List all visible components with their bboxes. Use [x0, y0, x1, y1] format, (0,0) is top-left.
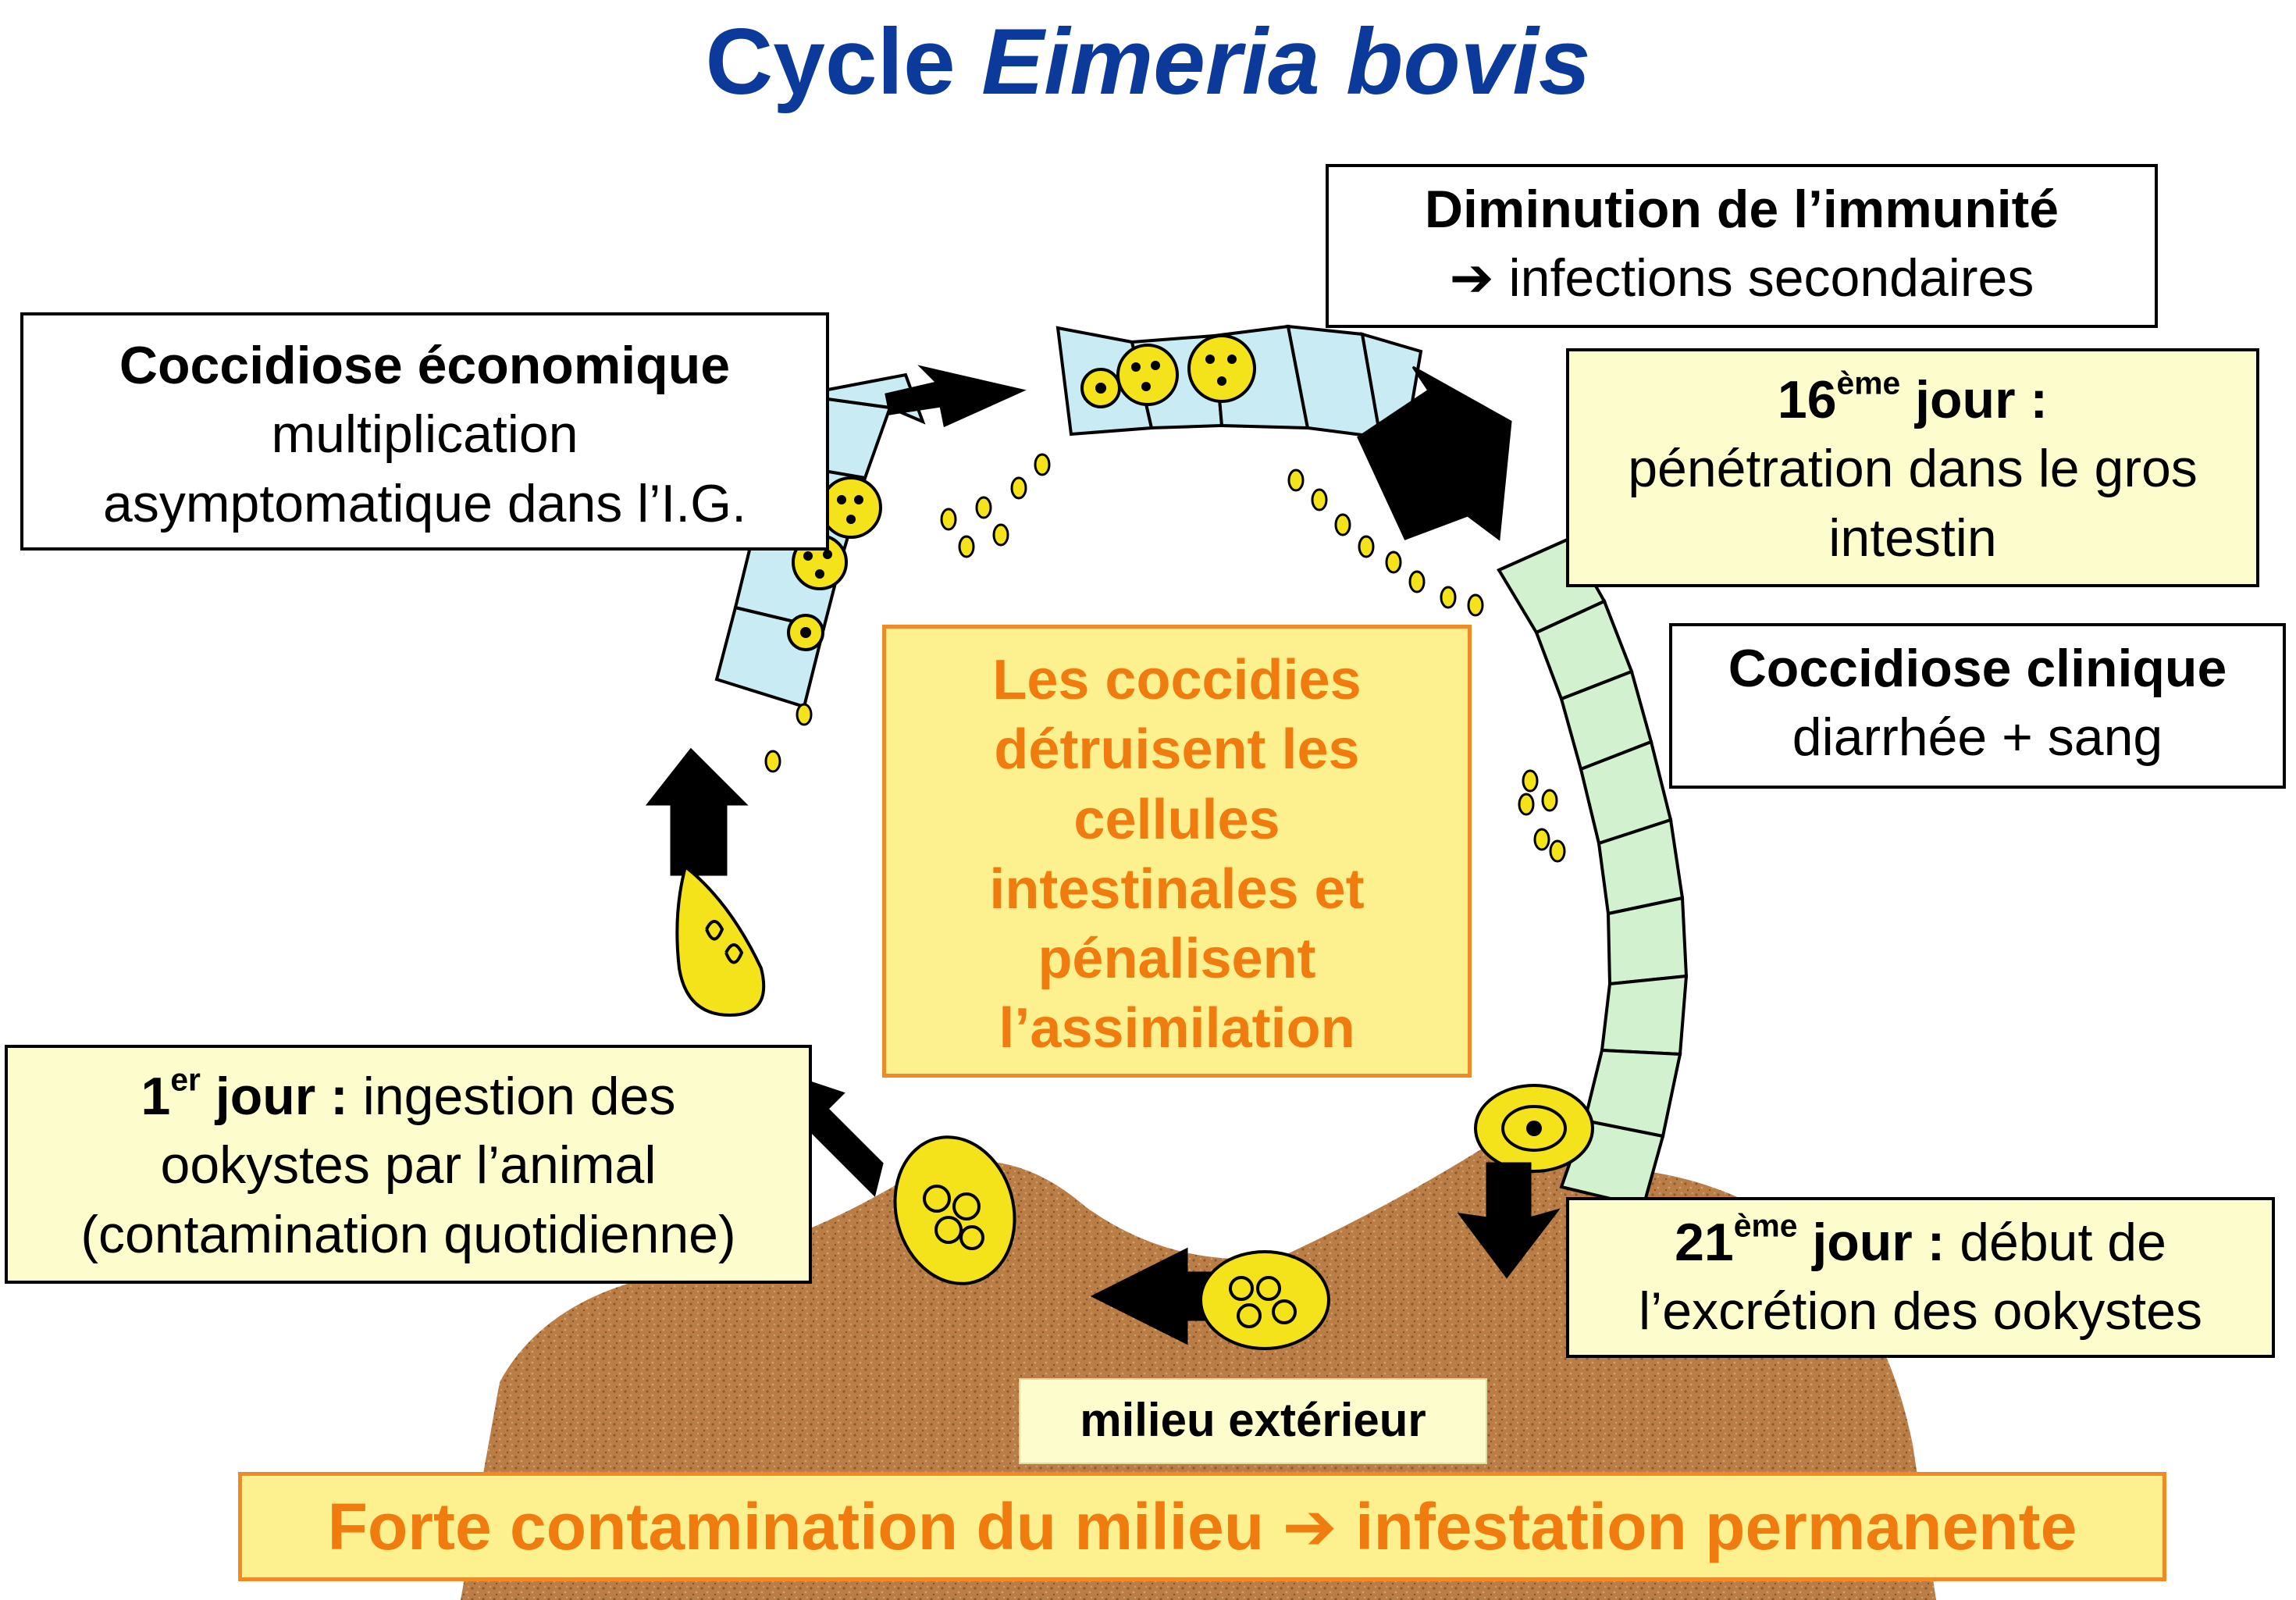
- day16-number: 16: [1778, 370, 1837, 429]
- center-message-box: Les coccidies détruisent les cellules in…: [882, 625, 1472, 1078]
- day21-box: 21ème jour : début de l’excrétion des oo…: [1566, 1197, 2275, 1358]
- day1-box: 1er jour : ingestion des ookystes par l’…: [5, 1045, 812, 1284]
- center-line2: détruisent les: [886, 715, 1468, 785]
- day21-label: jour :: [1812, 1213, 1945, 1272]
- title-species: Eimeria bovis: [981, 9, 1590, 114]
- immunity-text: infections secondaires: [1509, 248, 2034, 308]
- right-arrow-icon: ➔: [1282, 1490, 1337, 1563]
- day21-rest: début de: [1960, 1213, 2166, 1272]
- center-line1: Les coccidies: [886, 646, 1468, 715]
- right-arrow-icon: ➔: [1450, 248, 1494, 308]
- bottom-right-text: infestation permanente: [1355, 1490, 2077, 1563]
- economic-line1: multiplication: [34, 400, 815, 469]
- day16-line1: pénétration dans le gros: [1580, 434, 2245, 503]
- economic-heading: Coccidiose économique: [34, 331, 815, 400]
- clinical-heading: Coccidiose clinique: [1683, 634, 2272, 703]
- day21-suffix: ème: [1734, 1207, 1798, 1243]
- immunity-heading: Diminution de l’immunité: [1340, 175, 2144, 244]
- center-line5: pénalisent: [886, 925, 1468, 994]
- day1-line2: ookystes par l’animal: [19, 1131, 798, 1199]
- clinical-text: diarrhée + sang: [1683, 703, 2272, 771]
- external-environment-label: milieu extérieur: [1019, 1378, 1487, 1464]
- day16-label: jour :: [1915, 370, 2048, 429]
- immunity-box: Diminution de l’immunité ➔ infections se…: [1326, 164, 2158, 328]
- day1-line1: 1er jour : ingestion des: [19, 1062, 798, 1131]
- title-prefix: Cycle: [706, 9, 956, 114]
- clinical-coccidiosis-box: Coccidiose clinique diarrhée + sang: [1669, 623, 2286, 789]
- day1-line3: (contamination quotidienne): [19, 1200, 798, 1269]
- day16-suffix: ème: [1837, 365, 1901, 401]
- day16-heading: 16ème jour :: [1580, 365, 2245, 434]
- bottom-left-text: Forte contamination du milieu: [328, 1490, 1264, 1563]
- day1-number: 1: [141, 1067, 171, 1126]
- center-line3: cellules: [886, 786, 1468, 855]
- bottom-conclusion-box: Forte contamination du milieu ➔ infestat…: [238, 1472, 2166, 1581]
- day21-line2: l’excrétion des ookystes: [1580, 1277, 2261, 1345]
- day1-label: jour :: [215, 1067, 348, 1126]
- center-line4: intestinales et: [886, 855, 1468, 925]
- day21-number: 21: [1675, 1213, 1734, 1272]
- economic-line2: asymptomatique dans l’I.G.: [34, 469, 815, 538]
- economic-coccidiosis-box: Coccidiose économique multiplication asy…: [20, 312, 829, 551]
- day1-rest: ingestion des: [363, 1067, 676, 1126]
- diagram-title: Cycle Eimeria bovis: [0, 8, 2296, 116]
- arrow-uptake: [648, 750, 746, 875]
- day21-line1: 21ème jour : début de: [1580, 1208, 2261, 1277]
- day16-line2: intestin: [1580, 504, 2245, 572]
- day1-suffix: er: [170, 1061, 201, 1097]
- sporulated-oocyst-drop: [677, 867, 764, 1015]
- center-line6: l’assimilation: [886, 994, 1468, 1064]
- excreted-oocyst: [1475, 1085, 1593, 1171]
- day16-box: 16ème jour : pénétration dans le gros in…: [1566, 348, 2259, 587]
- immunity-consequence: ➔ infections secondaires: [1340, 244, 2144, 312]
